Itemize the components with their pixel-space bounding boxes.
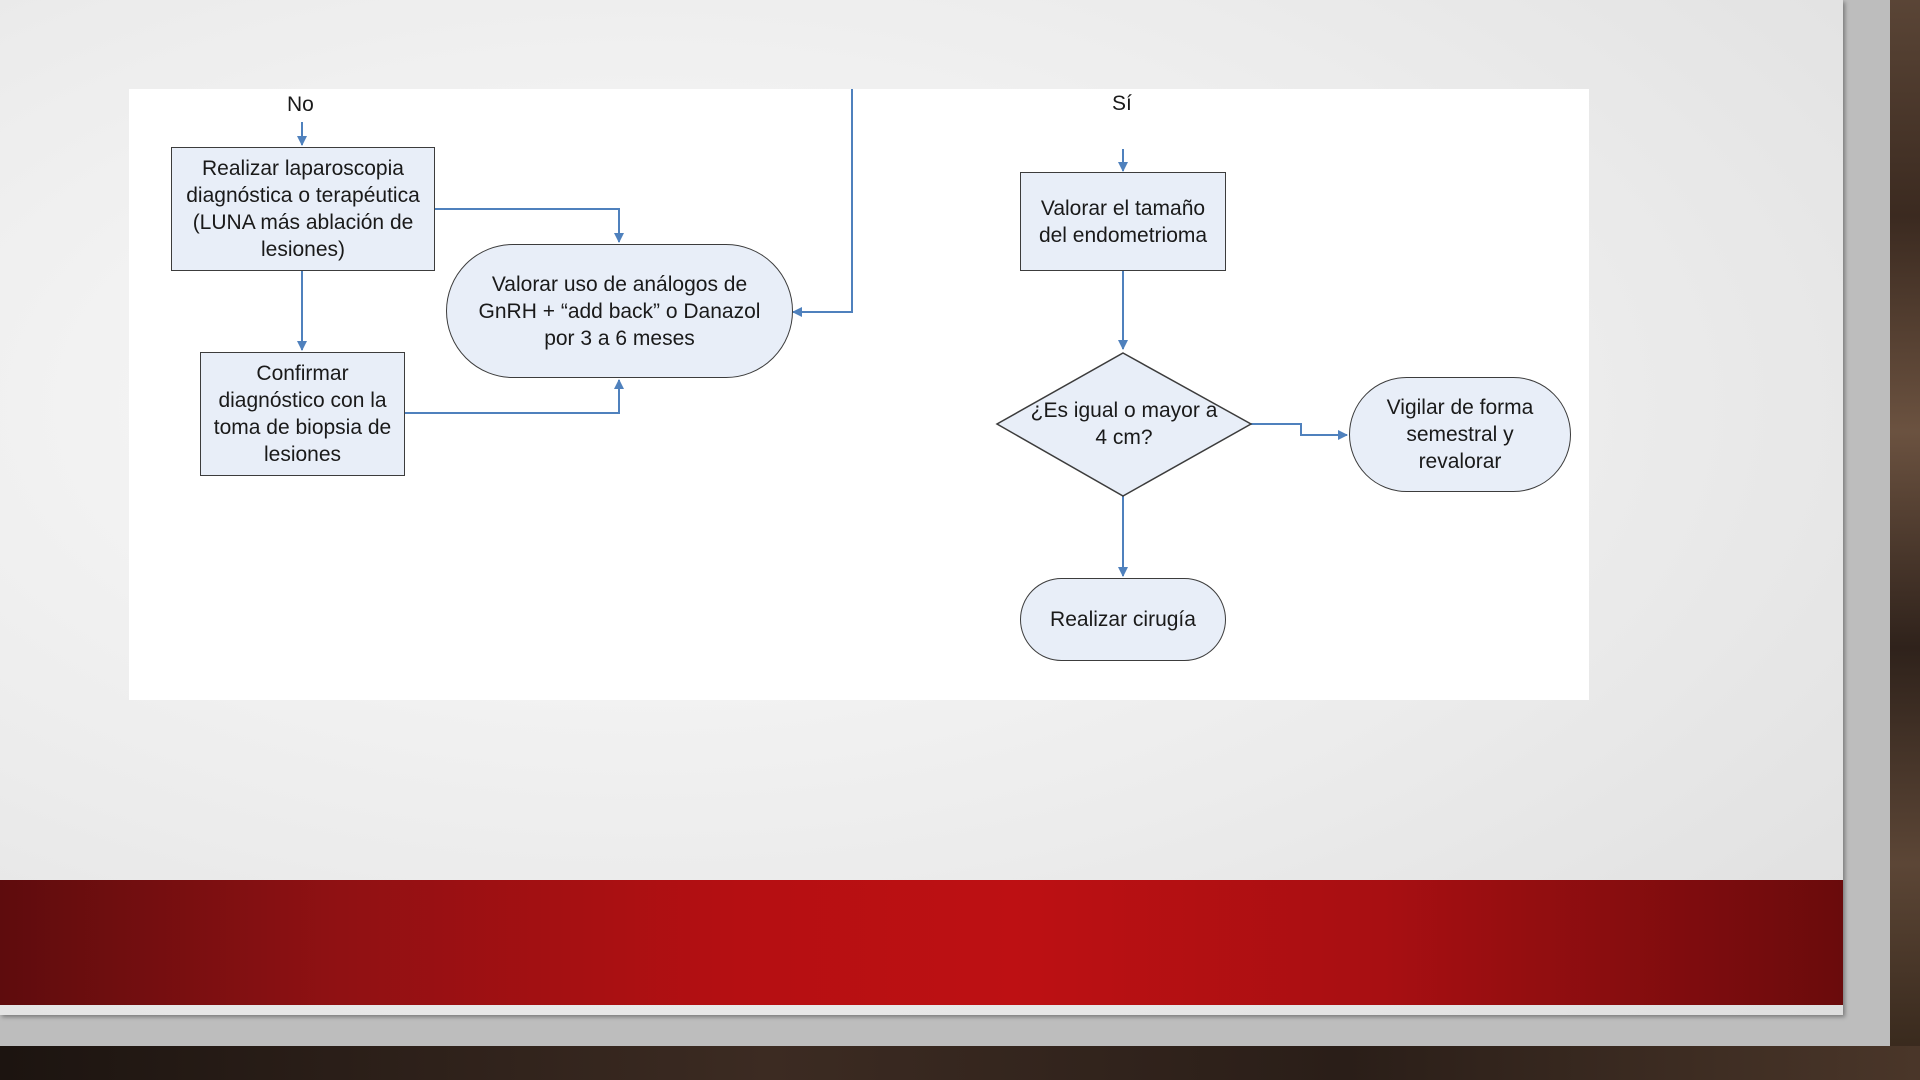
node-laparoscopia: Realizar laparoscopia diagnóstica o tera… [171,147,435,271]
arrow-decision-to-vigilar [1251,423,1348,440]
node-vigilar-text: Vigilar de forma semestral y revalorar [1386,396,1534,473]
node-confirmar-text: Confirmar diagnóstico con la toma de bio… [213,362,392,466]
node-analogos-text: Valorar uso de análogos de GnRH + “add b… [478,272,761,350]
bottom-photo-band [0,1046,1920,1080]
flowchart-panel: No Sí Realizar laparoscopia diagnóstica … [129,89,1589,700]
flowchart-connectors [297,89,1348,577]
label-no: No [287,93,314,116]
arrow-laparoscopia-to-analogos [434,208,624,243]
node-tamano: Valorar el tamaño del endometrioma [1020,172,1226,271]
arrow-top-to-analogos [792,89,853,317]
slide: No Sí Realizar laparoscopia diagnóstica … [0,0,1843,1015]
label-si: Sí [1112,92,1132,115]
decision-text: ¿Es igual o mayor a 4 cm? [1030,399,1218,449]
node-confirmar: Confirmar diagnóstico con la toma de bio… [200,352,405,476]
red-decorative-bar [0,880,1843,1005]
node-tamano-text: Valorar el tamaño del endometrioma [1038,196,1208,247]
node-cirugia: Realizar cirugía [1020,578,1226,661]
decision-diamond [995,352,1253,497]
node-analogos: Valorar uso de análogos de GnRH + “add b… [446,244,793,378]
node-cirugia-text: Realizar cirugía [1050,608,1196,631]
arrow-confirmar-to-analogos [405,379,624,414]
node-vigilar: Vigilar de forma semestral y revalorar [1349,377,1571,492]
node-laparoscopia-text: Realizar laparoscopia diagnóstica o tera… [186,157,420,261]
